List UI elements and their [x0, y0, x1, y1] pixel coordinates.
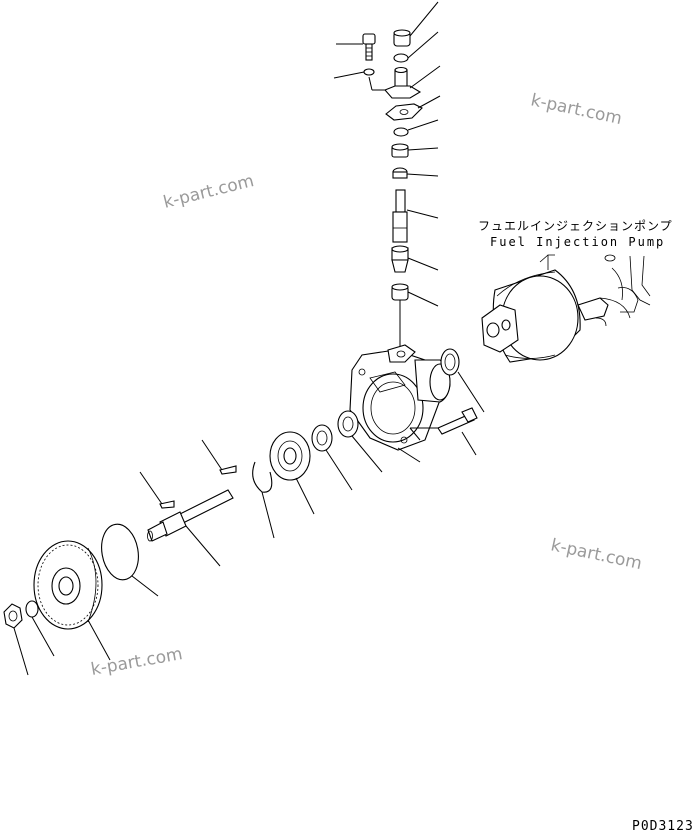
washer-1-part: [393, 53, 409, 63]
cap-nut-part: [393, 29, 411, 47]
drawing-code: P0D3123: [632, 819, 694, 834]
washer-bottom-part: [25, 600, 39, 618]
pump-label-japanese: フュエルインジェクションポンプ: [478, 219, 673, 233]
washer-small-part: [363, 68, 375, 76]
watermark-2: k-part.com: [161, 171, 256, 213]
fuel-injection-pump: [481, 254, 651, 363]
housing-bolt-part: [437, 407, 478, 435]
connector-part: [384, 66, 422, 99]
delivery-valve-part: [392, 189, 408, 243]
nut-part: [391, 143, 409, 158]
sleeve-part: [391, 283, 409, 301]
pump-label-english: Fuel Injection Pump: [490, 235, 665, 249]
key-2-part: [159, 500, 175, 509]
pump-housing-part: [349, 344, 451, 451]
watermark-3: k-part.com: [549, 535, 644, 574]
key-1-part: [219, 465, 237, 475]
ball-bearing-part: [269, 431, 311, 481]
watermark-1: k-part.com: [529, 90, 624, 129]
bolt-top-part: [362, 33, 376, 61]
gasket-part: [385, 103, 423, 121]
drive-gear-part: [33, 540, 103, 630]
ring-part: [392, 167, 408, 179]
nut-bottom-part: [3, 603, 23, 629]
valve-holder-part: [391, 245, 409, 273]
watermark-4: k-part.com: [89, 644, 184, 680]
drive-shaft-part: [147, 489, 234, 542]
washer-2-part: [393, 127, 409, 137]
oil-seal-part: [337, 410, 359, 438]
bearing-small-part: [311, 424, 333, 452]
snap-ring-part: [252, 461, 273, 493]
seal-right-part: [440, 348, 460, 376]
o-ring-part: [101, 523, 139, 581]
